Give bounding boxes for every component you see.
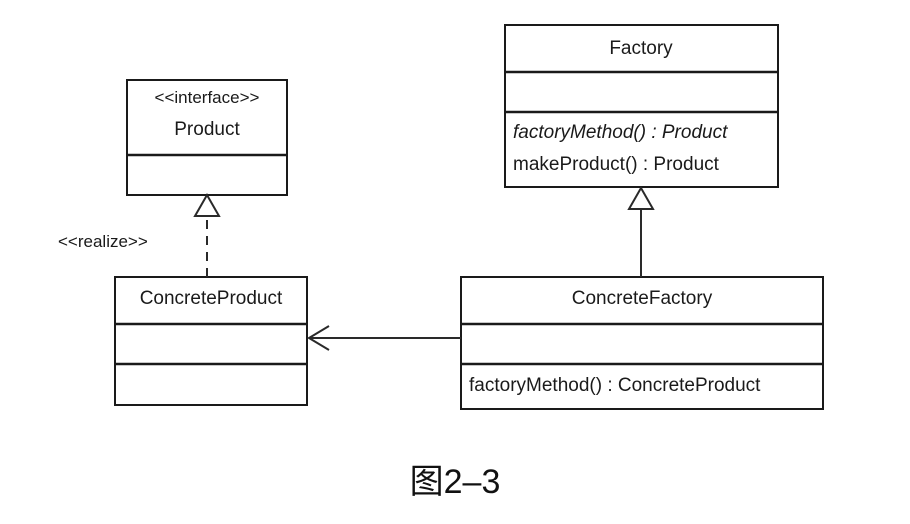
- generalization-hollow-triangle-icon: [627, 185, 655, 210]
- factory-class-name: Factory: [609, 38, 673, 59]
- generalization-arrow: [627, 185, 655, 277]
- figure-caption: 图2–3: [410, 463, 501, 501]
- realize-stereotype-label: <<realize>>: [58, 232, 148, 251]
- factory-class-box: [504, 24, 779, 188]
- factory-make-product-method: makeProduct() : Product: [513, 154, 720, 175]
- product-stereotype: <<interface>>: [155, 88, 260, 107]
- concrete-product-class-name: ConcreteProduct: [140, 288, 283, 309]
- concrete-product-class-box: [114, 276, 308, 406]
- concrete-factory-method: factoryMethod() : ConcreteProduct: [469, 375, 761, 396]
- concrete-factory-class-name: ConcreteFactory: [572, 288, 713, 309]
- creates-association-arrow: [307, 325, 461, 351]
- product-class: <<interface>> Product: [126, 79, 288, 196]
- concrete-product-class: ConcreteProduct: [114, 276, 308, 406]
- product-class-box: [126, 79, 288, 196]
- realization-arrow: [193, 192, 221, 277]
- factory-abstract-method: factoryMethod() : Product: [513, 122, 728, 143]
- factory-class: Factory factoryMethod() : Product makePr…: [504, 24, 779, 188]
- open-arrowhead-icon: [307, 325, 330, 351]
- concrete-factory-class: ConcreteFactory factoryMethod() : Concre…: [460, 276, 824, 410]
- realization-hollow-triangle-icon: [193, 192, 221, 217]
- product-class-name: Product: [174, 119, 240, 140]
